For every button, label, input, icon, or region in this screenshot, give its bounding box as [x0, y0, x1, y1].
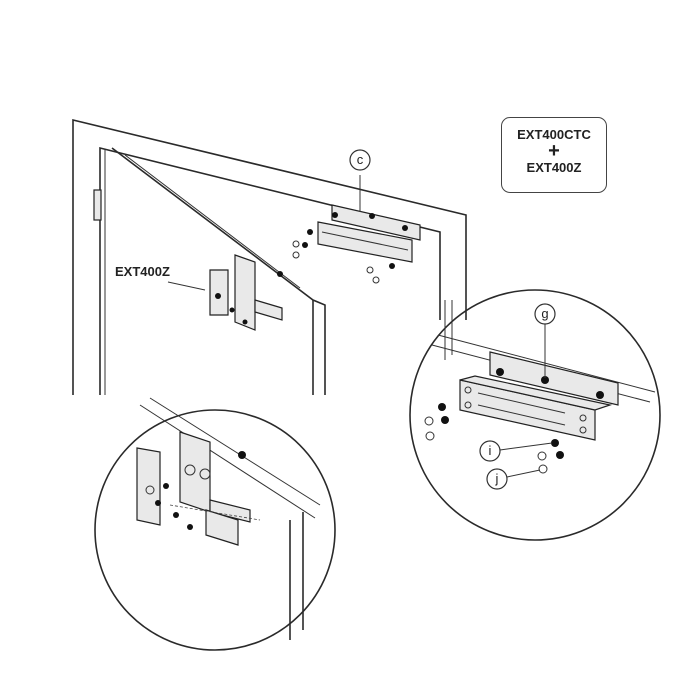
svg-text:j: j [495, 471, 499, 486]
model-primary: EXT400CTC [517, 127, 591, 142]
callout-g: g [534, 303, 556, 325]
svg-text:i: i [489, 443, 492, 458]
door-frame [72, 118, 467, 395]
model-box: EXT400CTC + EXT400Z [501, 117, 607, 193]
callout-c: c [349, 149, 371, 171]
svg-text:g: g [541, 306, 548, 321]
bracket-label: EXT400Z [115, 264, 170, 279]
model-secondary: EXT400Z [526, 160, 582, 175]
callout-i: i [479, 440, 501, 462]
detail-circle-bracket [94, 397, 336, 651]
callout-j: j [486, 468, 508, 490]
maglock-assembly [292, 175, 421, 284]
svg-text:c: c [357, 152, 364, 167]
door-panel [111, 147, 326, 395]
z-bracket [167, 254, 283, 331]
detail-circle-maglock [409, 289, 661, 541]
hinge-icon [93, 189, 102, 221]
plus-icon: + [548, 140, 560, 162]
